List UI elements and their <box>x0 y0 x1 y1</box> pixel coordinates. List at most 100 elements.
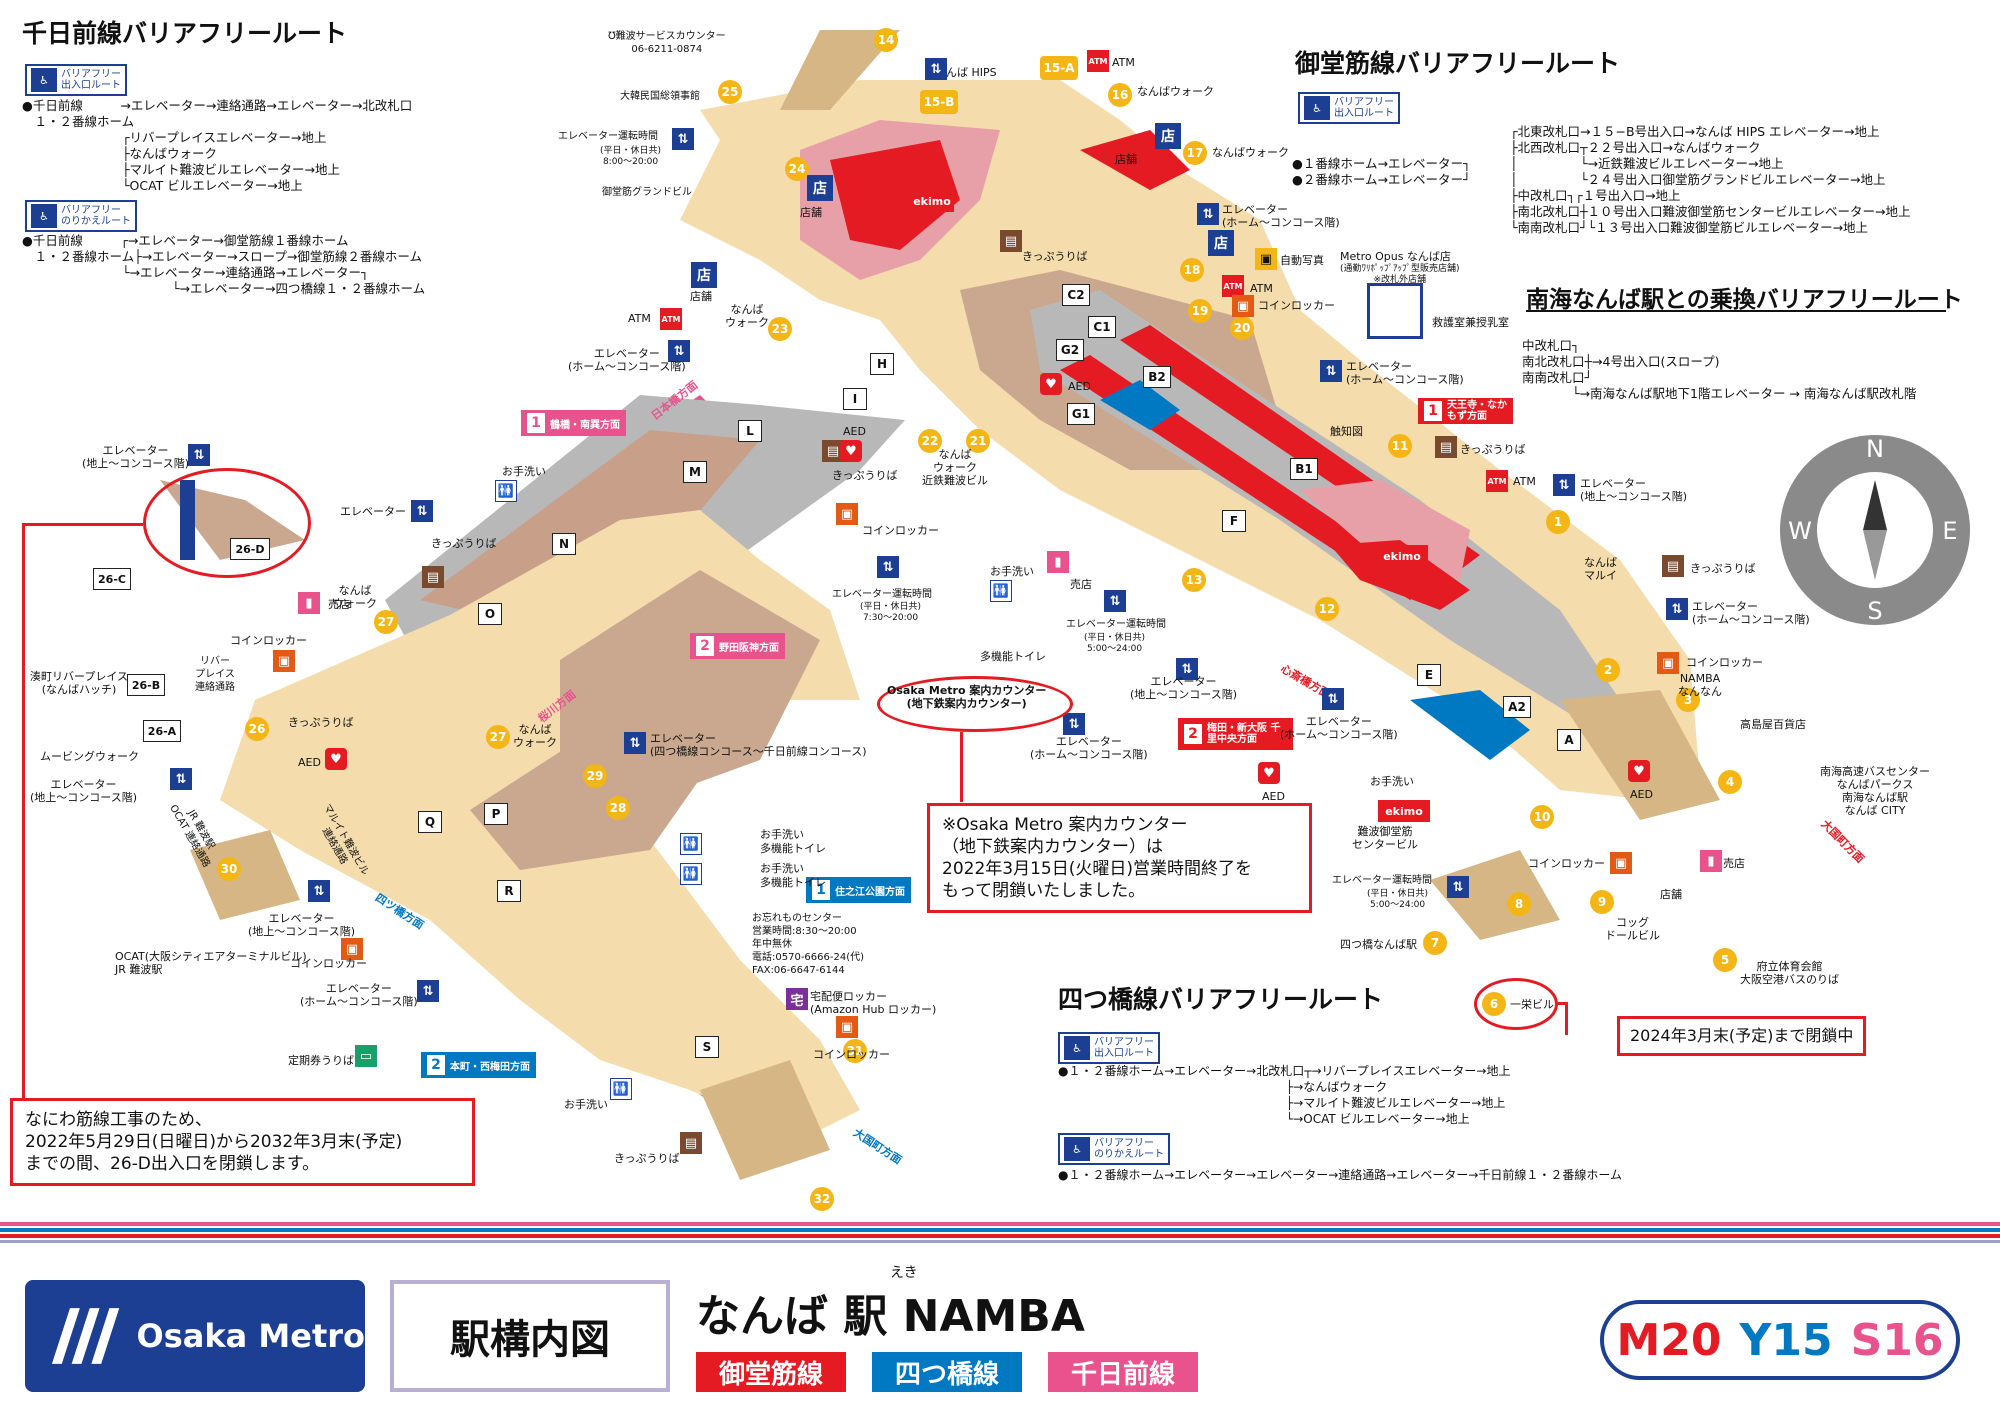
shop-label: 店舗 <box>690 290 712 303</box>
gate-p[interactable]: P <box>484 803 508 825</box>
gate-q[interactable]: Q <box>418 811 442 833</box>
exit-10[interactable]: 10 <box>1530 805 1554 829</box>
gate-a2[interactable]: A2 <box>1503 696 1531 718</box>
toilet-label: お手洗い <box>990 565 1034 578</box>
exit-26c[interactable]: 26-C <box>93 568 131 590</box>
atm-icon: ATM <box>1222 275 1244 297</box>
elevator-icon: ⇅ <box>668 340 690 362</box>
station-map <box>160 30 1720 1180</box>
gate-m[interactable]: M <box>683 461 707 483</box>
exit-24[interactable]: 24 <box>785 157 809 181</box>
gate-l[interactable]: L <box>738 420 762 442</box>
elevator-time-label: エレベーター運転時間 <box>558 131 658 142</box>
atm-icon: ATM <box>660 308 682 330</box>
exit-11[interactable]: 11 <box>1388 434 1412 458</box>
exit-26[interactable]: 26 <box>245 717 269 741</box>
exit-27a[interactable]: 27 <box>374 610 398 634</box>
exit-13[interactable]: 13 <box>1182 568 1206 592</box>
map-title: 駅構内図 <box>450 1317 610 1363</box>
exit-23[interactable]: 23 <box>768 317 792 341</box>
exit-32[interactable]: 32 <box>810 1187 834 1211</box>
elevator-icon: ⇅ <box>1322 688 1344 710</box>
gate-b2[interactable]: B2 <box>1143 366 1171 388</box>
gate-g2[interactable]: G2 <box>1056 339 1084 361</box>
elevator-icon: ⇅ <box>877 556 899 578</box>
aed-icon[interactable]: ♥ <box>1258 762 1280 784</box>
gym-label: 府立体育会館 大阪空港バスのりば <box>1740 960 1839 986</box>
toilet-icon: 🚻 <box>680 833 702 855</box>
ticket-label: きっぷうりば <box>832 469 898 482</box>
exit-6-notice: 2024年3月末(予定)まで閉鎖中 <box>1617 1016 1867 1056</box>
exit-28[interactable]: 28 <box>606 796 630 820</box>
exit-25[interactable]: 25 <box>718 80 742 104</box>
lost-found-label: お忘れものセンター 営業時間:8:30〜20:00 年中無休 電話:0570-6… <box>752 913 865 976</box>
gate-i[interactable]: I <box>843 388 867 410</box>
exit-31[interactable]: 31 <box>843 1039 867 1063</box>
exit-15b[interactable]: 15-B <box>920 90 958 114</box>
exit-16[interactable]: 16 <box>1108 83 1132 107</box>
metro-opus-box[interactable] <box>1367 283 1423 339</box>
aed-icon[interactable]: ♥ <box>1628 760 1650 782</box>
gate-f[interactable]: F <box>1222 510 1246 532</box>
exit-12[interactable]: 12 <box>1315 597 1339 621</box>
locker-label: コインロッカー <box>1528 857 1605 870</box>
nankai-route-title: 南海なんば駅との乗換バリアフリールート <box>1526 287 1963 313</box>
exit-2[interactable]: 2 <box>1596 658 1620 682</box>
multi-toilet-label: 多機能トイレ <box>760 876 826 889</box>
exit-21[interactable]: 21 <box>966 429 990 453</box>
exit-22[interactable]: 22 <box>918 429 942 453</box>
exit-14[interactable]: 14 <box>874 28 898 52</box>
transfer-route-badge: ♿ バリアフリー のりかえルート <box>1058 1133 1170 1165</box>
gate-a[interactable]: A <box>1557 729 1581 751</box>
gate-g1[interactable]: G1 <box>1067 403 1095 425</box>
exit-1[interactable]: 1 <box>1546 510 1570 534</box>
footer-stripe <box>0 1240 2000 1243</box>
exit-9[interactable]: 9 <box>1590 890 1614 914</box>
yotsubashi-namba-label: 四つ橋なんば駅 <box>1340 938 1417 951</box>
toilet-icon: 🚻 <box>495 480 517 502</box>
aed-icon[interactable]: ♥ <box>1040 373 1062 395</box>
exit-20[interactable]: 20 <box>1230 316 1254 340</box>
gate-h[interactable]: H <box>870 353 894 375</box>
exit-8[interactable]: 8 <box>1507 892 1531 916</box>
exit-4[interactable]: 4 <box>1718 770 1742 794</box>
exit-15a[interactable]: 15-A <box>1040 56 1078 80</box>
exit-5[interactable]: 5 <box>1713 948 1737 972</box>
atm-label: ATM <box>1513 475 1536 488</box>
gate-r[interactable]: R <box>497 880 521 902</box>
elevator-label: エレベーター (ホーム〜コンコース階) <box>300 982 418 1008</box>
atm-label: ATM <box>1250 282 1273 295</box>
code-y15: Y15 <box>1739 1314 1833 1366</box>
gate-b1[interactable]: B1 <box>1290 458 1318 480</box>
info-counter-notice: ※Osaka Metro 案内カウンター （地下鉄案内カウンター）は 2022年… <box>927 803 1312 913</box>
gate-c2[interactable]: C2 <box>1062 284 1090 306</box>
exit-26a[interactable]: 26-A <box>143 720 181 742</box>
yotsubashi-route-title: 四つ橋線バリアフリールート <box>1058 985 1384 1014</box>
exit-17[interactable]: 17 <box>1183 141 1207 165</box>
aed-icon[interactable]: ♥ <box>325 748 347 770</box>
multi-toilet-label: 多機能トイレ <box>980 650 1046 663</box>
gate-n[interactable]: N <box>552 533 576 555</box>
exit-26b[interactable]: 26-B <box>127 674 165 696</box>
exit-27b[interactable]: 27 <box>486 725 510 749</box>
exit-29[interactable]: 29 <box>583 764 607 788</box>
gate-o[interactable]: O <box>478 603 502 625</box>
sennichimae-exit-route: ●千日前線 →エレベーター→連絡通路→エレベーター→北改札口 １・２番線ホーム … <box>22 98 413 193</box>
exit-19[interactable]: 19 <box>1188 299 1212 323</box>
gate-e[interactable]: E <box>1417 664 1441 686</box>
exit-30[interactable]: 30 <box>217 857 241 881</box>
gate-s[interactable]: S <box>695 1036 719 1058</box>
compass-icon: N E S W <box>1780 435 1970 625</box>
osaka-metro-logo: Osaka Metro <box>25 1280 365 1392</box>
exit-3[interactable]: 3 <box>1676 688 1700 712</box>
kiosk-icon: ▮ <box>298 592 320 614</box>
metro-opus-sub: (通勤ﾜﾘﾎﾟｯﾌﾟｱｯﾌﾟ型販売店舗) ※改札外店舗 <box>1340 264 1460 285</box>
exit-18[interactable]: 18 <box>1180 258 1204 282</box>
aed-icon[interactable]: ♥ <box>840 440 862 462</box>
shop-icon: 店 <box>1208 230 1234 256</box>
elevator-time-label: エレベーター運転時間 <box>1332 875 1432 886</box>
exit-7[interactable]: 7 <box>1423 931 1447 955</box>
gate-c1[interactable]: C1 <box>1088 316 1116 338</box>
elevator-icon: ⇅ <box>1197 203 1219 225</box>
